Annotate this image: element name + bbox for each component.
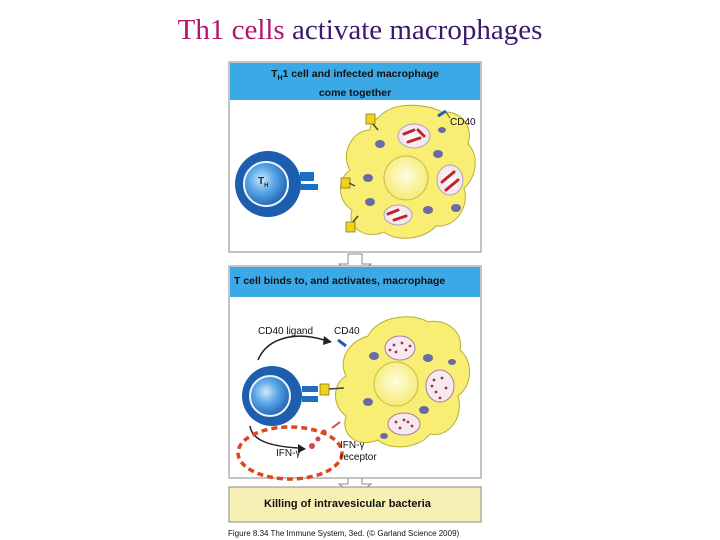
granule	[369, 352, 379, 360]
t-cell-1-nucleus	[243, 161, 289, 207]
mhc-receptor	[365, 113, 379, 131]
macrophage-2-nucleus	[373, 361, 419, 407]
granule	[380, 433, 388, 439]
cd40-marker	[337, 338, 347, 348]
vesicle	[397, 123, 431, 149]
vesicle-dotted	[387, 412, 421, 436]
cd40-label-1: CD40	[450, 117, 476, 128]
granule	[451, 204, 461, 212]
title-highlight: Th1 cells	[177, 14, 285, 46]
panel2-header: T cell binds to, and activates, macropha…	[234, 275, 446, 287]
cd40-pointer	[445, 111, 451, 119]
panel1-header: TH1 cell and infected macrophage come to…	[271, 68, 439, 100]
t-cell-2-nucleus	[249, 375, 291, 417]
ifn-label: IFN-γ	[276, 448, 301, 459]
vesicle	[436, 164, 464, 196]
granule	[375, 140, 385, 148]
ifn-molecule	[309, 443, 315, 449]
title-main: activate macrophages	[291, 14, 543, 46]
granule	[423, 206, 433, 214]
granule	[365, 198, 375, 206]
tcr-receptor	[300, 172, 318, 190]
granule	[438, 127, 446, 133]
ifn-receptor-label: IFN-γ receptor	[340, 440, 377, 463]
granule	[363, 174, 373, 182]
vesicle-dotted	[384, 335, 416, 361]
granule	[419, 406, 429, 414]
granule	[363, 398, 373, 406]
tcr-mhc-complex	[302, 383, 345, 402]
macrophage-1-nucleus	[383, 155, 429, 201]
panel1-header-bg	[230, 63, 480, 100]
t-cell-1-label: TH1	[258, 176, 269, 189]
panel2-header-bg	[230, 267, 480, 297]
ifn-arrow	[249, 425, 299, 449]
vesicle-dotted	[425, 369, 455, 403]
ifn-molecule	[315, 436, 321, 442]
cd40-ligand-label: CD40 ligand	[258, 326, 314, 337]
cd40-ligand-arrow	[257, 335, 325, 361]
vesicle	[383, 204, 413, 226]
granule	[433, 150, 443, 158]
panel3-frame	[228, 486, 482, 523]
immune-figure: TH1 cell and infected macrophage come to…	[228, 60, 482, 538]
ifn-highlight-circle	[236, 425, 344, 481]
cd40-marker	[437, 109, 447, 118]
granule	[448, 359, 456, 365]
figure-caption: Figure 8.34 The Immune System, 3ed. (© G…	[228, 529, 460, 538]
panel3-header: Killing of intravesicular bacteria	[264, 498, 431, 510]
figure-graphics	[228, 61, 482, 523]
mhc-receptor	[345, 215, 359, 233]
cd40-label-2: CD40	[334, 326, 360, 337]
granule	[423, 354, 433, 362]
ifn-receptor-marker	[331, 421, 341, 429]
slide-title: Th1 cells activate macrophages	[0, 10, 720, 50]
mhc-receptor	[340, 177, 356, 189]
